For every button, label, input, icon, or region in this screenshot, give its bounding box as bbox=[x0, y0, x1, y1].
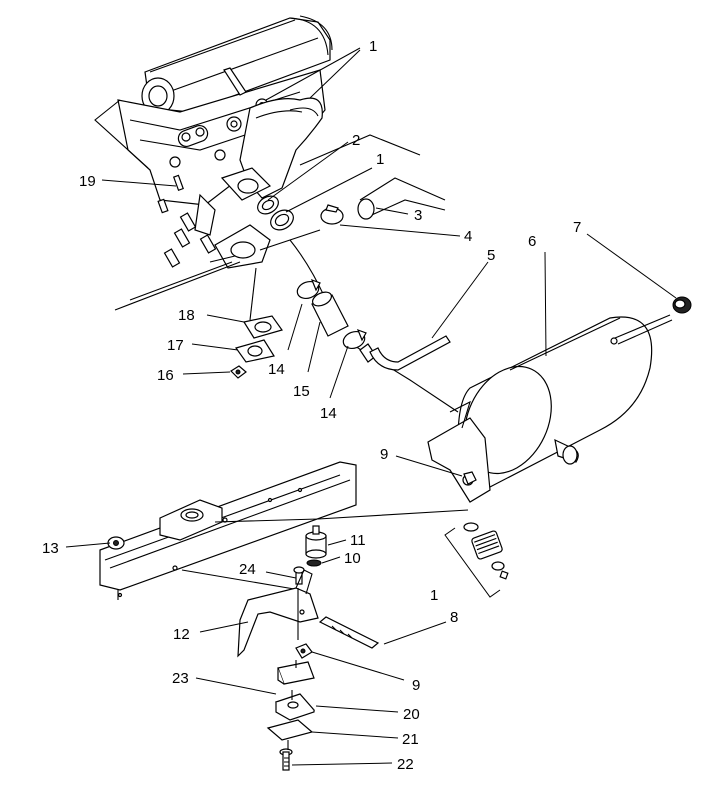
callout-5: 5 bbox=[487, 247, 495, 264]
callout-15: 15 bbox=[293, 383, 310, 400]
callout-2: 2 bbox=[352, 132, 360, 149]
callout-4: 4 bbox=[464, 228, 472, 245]
callout-18: 18 bbox=[178, 307, 195, 324]
callout-labels: 1 2 1 19 3 4 6 7 5 18 17 16 14 15 14 9 1… bbox=[42, 38, 581, 773]
engine-block bbox=[94, 15, 421, 311]
callout-7: 7 bbox=[573, 219, 581, 236]
callout-21: 21 bbox=[402, 731, 419, 748]
callout-20: 20 bbox=[403, 706, 420, 723]
callout-13: 13 bbox=[42, 540, 59, 557]
callout-17: 17 bbox=[167, 337, 184, 354]
callout-16: 16 bbox=[157, 367, 174, 384]
callout-14b: 14 bbox=[320, 405, 337, 422]
callout-6: 6 bbox=[528, 233, 536, 250]
gasket-plates bbox=[230, 267, 283, 379]
callout-9a: 9 bbox=[380, 446, 388, 463]
callout-19: 19 bbox=[79, 173, 96, 190]
callout-1b: 1 bbox=[376, 151, 384, 168]
leader-lines bbox=[65, 47, 677, 766]
mount-bracket-assembly bbox=[237, 525, 380, 771]
callout-14a: 14 bbox=[268, 361, 285, 378]
tail-pipe-cap bbox=[672, 296, 692, 314]
callout-23: 23 bbox=[172, 670, 189, 687]
callout-1a: 1 bbox=[369, 38, 377, 55]
flange-nut bbox=[107, 536, 125, 550]
callout-10: 10 bbox=[344, 550, 361, 567]
callout-8: 8 bbox=[450, 609, 458, 626]
pipe-coupling-assembly bbox=[296, 278, 451, 371]
callout-1c: 1 bbox=[430, 587, 438, 604]
callout-22: 22 bbox=[397, 756, 414, 773]
muffler bbox=[427, 314, 673, 503]
callout-24: 24 bbox=[239, 561, 256, 578]
callout-11: 11 bbox=[350, 532, 366, 549]
callout-9b: 9 bbox=[412, 677, 420, 694]
spring-mount-hardware bbox=[444, 522, 509, 598]
callout-3: 3 bbox=[414, 207, 422, 224]
frame-rail bbox=[99, 461, 469, 600]
callout-12: 12 bbox=[173, 626, 190, 643]
